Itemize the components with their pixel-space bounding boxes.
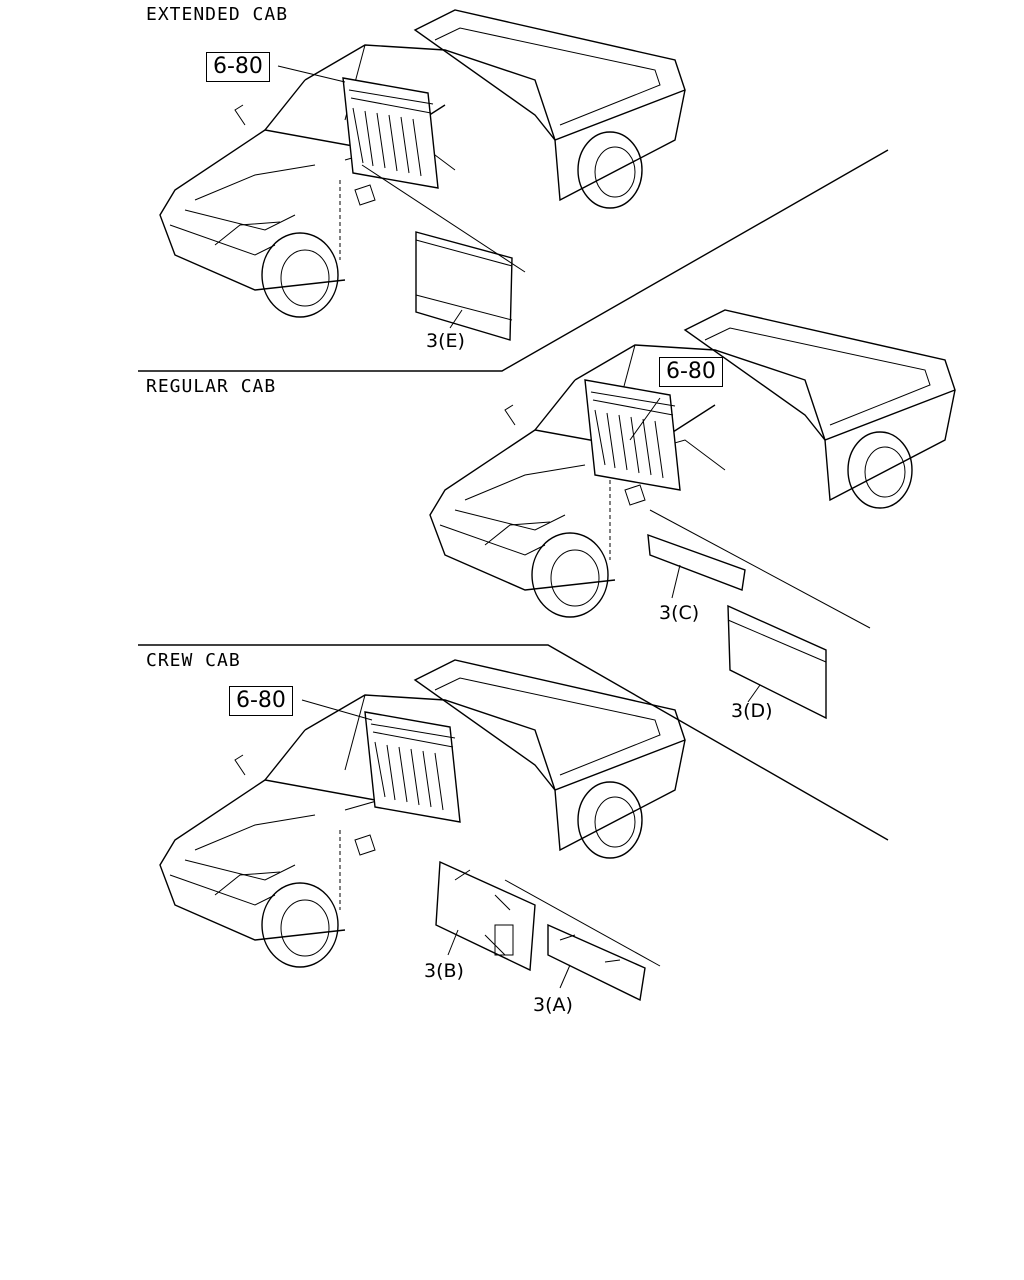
part-3C-drawing <box>647 509 871 629</box>
part-label-3D: 3(D) <box>731 700 773 722</box>
part-label-3E: 3(E) <box>426 330 465 352</box>
crew-cab-title: CREW CAB <box>146 650 241 671</box>
part-3A-drawing <box>504 879 661 1002</box>
regular-cab-title: REGULAR CAB <box>146 376 277 397</box>
part-label-3A: 3(A) <box>533 994 573 1016</box>
extended-cab-ref-label: 6-80 <box>206 52 270 82</box>
part-3D-drawing <box>727 604 827 720</box>
part-label-3B: 3(B) <box>424 960 464 982</box>
extended-cab-title: EXTENDED CAB <box>146 4 289 25</box>
regular-cab-ref-label: 6-80 <box>659 357 723 387</box>
part-3B-drawing <box>435 860 536 972</box>
crew-cab-ref-label: 6-80 <box>229 686 293 716</box>
part-3E-drawing <box>361 164 526 341</box>
part-label-3C: 3(C) <box>659 602 700 624</box>
